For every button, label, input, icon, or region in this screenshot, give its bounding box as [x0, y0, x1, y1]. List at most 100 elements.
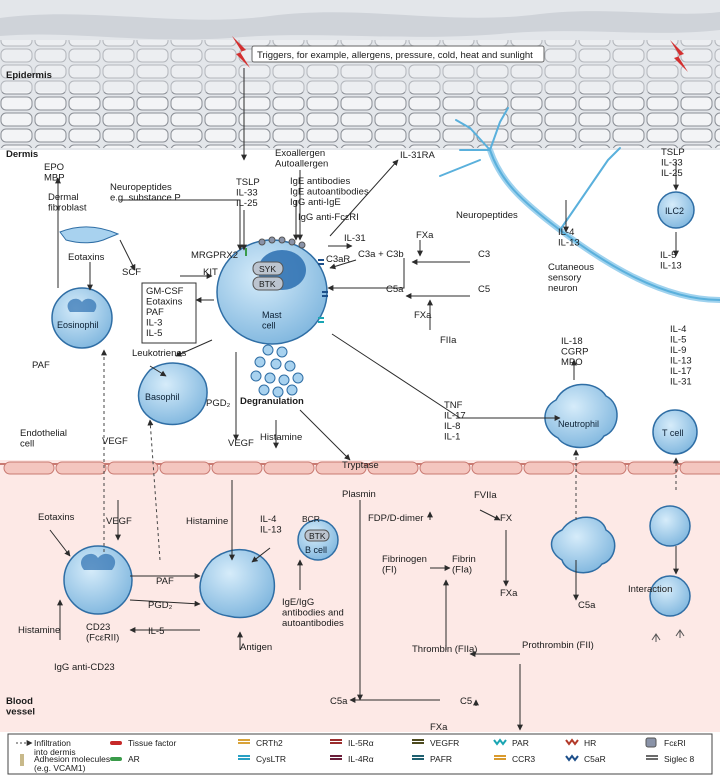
legend-box [7, 733, 713, 775]
endothelial-cell [315, 461, 367, 475]
endothelial-cell [55, 461, 107, 475]
histamine-left-label: Histamine [18, 625, 60, 636]
prothrombin-label: Prothrombin (FII) [522, 640, 594, 651]
pathway-arrow [329, 259, 357, 270]
btk-badge [252, 276, 284, 291]
fviia-label: FVIIa [474, 490, 497, 501]
blood-t-cell [649, 505, 691, 547]
granule [284, 360, 296, 372]
legend-item: IL-4Rα [330, 754, 374, 764]
endothelial-cell [159, 461, 211, 475]
legend-item: CCR3 [494, 754, 535, 764]
legend-label: Adhesion molecules(e.g. VCAM1) [34, 754, 110, 773]
legend-icon [110, 741, 122, 745]
tryptase-label: Tryptase [342, 460, 379, 471]
c3a-c3b-label: C3a + C3b [358, 249, 404, 260]
degranulation-label: Degranulation [240, 396, 304, 407]
il31-label: IL-31 [344, 233, 366, 244]
blood-t-cell-2 [649, 575, 691, 617]
cd23-label: CD23(FcεRII) [86, 622, 119, 644]
granule [278, 374, 290, 386]
fibrin-label: Fibrin(FIa) [452, 554, 476, 576]
cytokine-box [141, 282, 197, 344]
eotaxins-blood-label: Eotaxins [38, 512, 75, 523]
granule [250, 370, 262, 382]
legend-icon [330, 739, 342, 744]
fxa-mid-label: FXa [414, 310, 432, 321]
triggers-box [251, 45, 545, 63]
lightning-icon [232, 36, 250, 68]
t-cell-label: T cell [662, 428, 683, 438]
epidermis-label: Epidermis [6, 70, 52, 81]
lightning-icon-right [670, 40, 688, 72]
fxa-blood-label: FXa [500, 588, 518, 599]
paf-blood-label: PAF [156, 576, 174, 587]
pathway-arrow [329, 159, 399, 237]
il5-blood-label: IL-5 [148, 626, 164, 637]
endothelial-cell [523, 461, 575, 475]
blood-basophil [199, 549, 276, 619]
endothelial-cell [575, 461, 627, 475]
legend-label: CCR3 [512, 754, 535, 764]
igg-fceri-label: IgG anti-FcεRI [298, 212, 359, 223]
endothelial-cells [3, 461, 720, 475]
syk-badge [252, 261, 284, 276]
eotaxins-label: Eotaxins [68, 252, 105, 263]
legend-icon [110, 757, 122, 761]
vegf-mast-label: VEGF [228, 438, 254, 449]
pathway-arrow [119, 239, 136, 271]
histamine-blood-label: Histamine [186, 516, 228, 527]
endothelial-cell [211, 461, 263, 475]
igg-cd23-label: IgG anti-CD23 [54, 662, 115, 673]
endothelial-cell [679, 461, 720, 475]
legend-item: Siglec 8 [646, 754, 695, 764]
endothelial-cell [627, 461, 679, 475]
neutrophil-cell [544, 383, 618, 449]
legend-icon [645, 737, 657, 748]
scf-label: SCF [122, 267, 141, 278]
legend-item: PAFR [412, 754, 452, 764]
eosinophil-cell [51, 287, 113, 349]
ilc2-label: ILC2 [665, 206, 684, 216]
endothelial-cell [107, 461, 159, 475]
legend-label: CRTh2 [256, 738, 283, 748]
syk-label: SYK [259, 264, 276, 274]
legend-label: Siglec 8 [664, 754, 695, 764]
legend-label: HR [584, 738, 596, 748]
legend-label: PAR [512, 738, 529, 748]
kit-label: KIT [203, 267, 218, 278]
eosinophil-label: Eosinophil [57, 320, 99, 330]
legend-item: CRTh2 [238, 738, 283, 748]
legend-icon [330, 755, 342, 760]
legend-icon [565, 738, 579, 746]
epidermis-cells [0, 92, 720, 148]
pathway-arrow [479, 509, 501, 521]
c5a-blood-label: C5a [330, 696, 348, 707]
bcr-label: BCR [302, 514, 320, 524]
pathway-arrow [327, 258, 405, 291]
pgd2-label: PGD₂ [206, 398, 231, 409]
granule [254, 356, 266, 368]
granule [264, 372, 276, 384]
legend-icon [238, 739, 250, 744]
pgd2-blood-label: PGD₂ [148, 600, 173, 611]
paf-left-label: PAF [32, 360, 50, 371]
legend-icon [565, 754, 579, 762]
